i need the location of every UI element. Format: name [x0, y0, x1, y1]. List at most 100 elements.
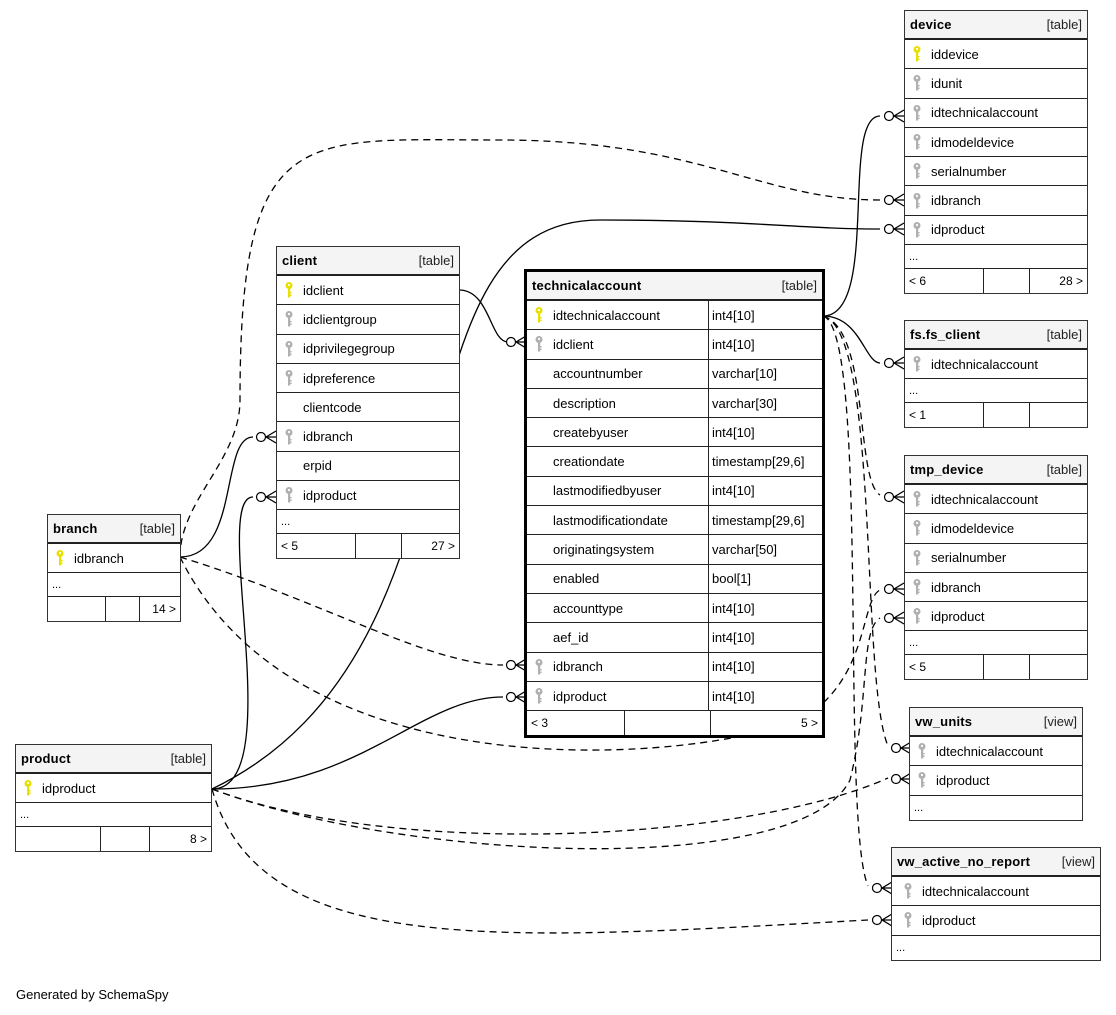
parents-count[interactable]: [48, 597, 106, 622]
column-row[interactable]: idproduct: [905, 216, 1087, 246]
more-columns[interactable]: ...: [905, 379, 1087, 404]
column-row[interactable]: idproduct: [892, 906, 1100, 936]
column-row[interactable]: idtechnicalaccount: [892, 877, 1100, 907]
column-row[interactable]: idpreference: [277, 364, 459, 394]
column-row[interactable]: idtechnicalaccount: [905, 99, 1087, 128]
table-header[interactable]: vw_units[view]: [910, 708, 1082, 737]
table-name[interactable]: vw_active_no_report: [897, 854, 1031, 869]
column-row[interactable]: idproduct: [16, 774, 211, 804]
column-row[interactable]: clientcode: [277, 393, 459, 423]
table-product[interactable]: product[table]idproduct... 8 >: [15, 744, 212, 853]
column-row[interactable]: serialnumber: [905, 157, 1087, 187]
table-kind: [table]: [1046, 17, 1082, 32]
children-count[interactable]: 27 >: [431, 539, 455, 554]
parents-count[interactable]: < 5: [905, 655, 984, 680]
table-header[interactable]: client[table]: [277, 247, 459, 276]
parents-count[interactable]: < 1: [905, 403, 984, 428]
table-header[interactable]: device [table]: [905, 11, 1087, 40]
table-header[interactable]: tmp_device[table]: [905, 456, 1087, 485]
view-vw-active-no-report[interactable]: vw_active_no_report[view]idtechnicalacco…: [891, 847, 1101, 961]
children-count[interactable]: 8 >: [189, 832, 207, 847]
table-name[interactable]: client: [282, 253, 318, 268]
column-name-cell: idproduct: [16, 774, 211, 802]
children-count[interactable]: 5 >: [800, 716, 818, 731]
children-count[interactable]: 14 >: [152, 602, 176, 617]
column-row[interactable]: idmodeldevice: [905, 514, 1087, 544]
table-header[interactable]: fs.fs_client[table]: [905, 321, 1087, 350]
column-row[interactable]: idproduct: [277, 481, 459, 511]
column-name: accounttype: [553, 600, 624, 616]
parents-count[interactable]: < 5: [277, 534, 356, 559]
table-name[interactable]: fs.fs_client: [910, 327, 981, 342]
column-row[interactable]: idclientgroup: [277, 305, 459, 335]
more-columns[interactable]: ...: [277, 510, 459, 535]
table-header[interactable]: product[table]: [16, 745, 211, 774]
column-name-cell: description: [527, 389, 708, 417]
table-name[interactable]: tmp_device: [910, 462, 984, 477]
table-name[interactable]: vw_units: [915, 714, 973, 729]
key-icon: [535, 688, 543, 704]
table-header[interactable]: vw_active_no_report[view]: [892, 848, 1100, 877]
more-columns[interactable]: ...: [905, 631, 1087, 656]
key-icon: [913, 104, 921, 121]
table-name[interactable]: product: [21, 751, 71, 766]
parents-count[interactable]: < 3: [527, 711, 625, 736]
children-count[interactable]: [1030, 655, 1087, 679]
column-name: serialnumber: [931, 550, 1007, 566]
column-row[interactable]: idclient: [277, 276, 459, 306]
parents-count[interactable]: [16, 827, 101, 852]
column-row[interactable]: erpid: [277, 452, 459, 482]
more-columns[interactable]: ...: [48, 573, 180, 598]
view-vw-units[interactable]: vw_units[view]idtechnicalaccount idproduc…: [909, 707, 1083, 821]
more-columns[interactable]: ...: [16, 803, 211, 828]
column-row[interactable]: idbranch: [277, 422, 459, 452]
more-columns[interactable]: ...: [914, 801, 924, 814]
column-row[interactable]: idtechnicalaccount: [905, 350, 1087, 380]
column-row[interactable]: idtechnicalaccount: [905, 485, 1087, 515]
column-row[interactable]: idprivilegegroup: [277, 335, 459, 364]
table-fs-client[interactable]: fs.fs_client[table]idtechnicalaccount...…: [904, 320, 1088, 429]
table-name[interactable]: technicalaccount: [532, 278, 642, 293]
table-technicalaccount[interactable]: technicalaccount[table]idtechnicalaccoun…: [524, 269, 825, 739]
column-row[interactable]: idbranch: [905, 186, 1087, 216]
column-row[interactable]: idtechnicalaccount: [910, 737, 1082, 767]
column-row[interactable]: serialnumber: [905, 544, 1087, 573]
column-row[interactable]: iddevice: [905, 40, 1087, 70]
column-row[interactable]: idbranch: [48, 544, 180, 574]
column-row[interactable]: idunit: [905, 69, 1087, 99]
children-count[interactable]: [1030, 403, 1087, 427]
table-name[interactable]: device: [910, 17, 952, 32]
column-name-cell: idproduct: [905, 602, 1087, 630]
column-row[interactable]: idbranch: [905, 573, 1087, 603]
parents-count[interactable]: < 6: [905, 269, 984, 294]
children-count[interactable]: 28 >: [1059, 274, 1083, 289]
table-header[interactable]: technicalaccount[table]: [527, 272, 822, 301]
column-row[interactable]: idmodeldevice: [905, 128, 1087, 158]
table-header[interactable]: branch[table]: [48, 515, 180, 544]
more-columns[interactable]: ...: [896, 941, 906, 954]
more-columns[interactable]: ...: [905, 245, 1087, 270]
table-name[interactable]: branch: [53, 521, 98, 536]
column-row[interactable]: idproduct: [910, 766, 1082, 796]
column-row[interactable]: idproduct: [905, 602, 1087, 632]
table-branch[interactable]: branch[table]idbranch... 14 >: [47, 514, 181, 623]
column-name-cell: creationdate: [527, 447, 708, 475]
column-name: idproduct: [936, 772, 990, 788]
